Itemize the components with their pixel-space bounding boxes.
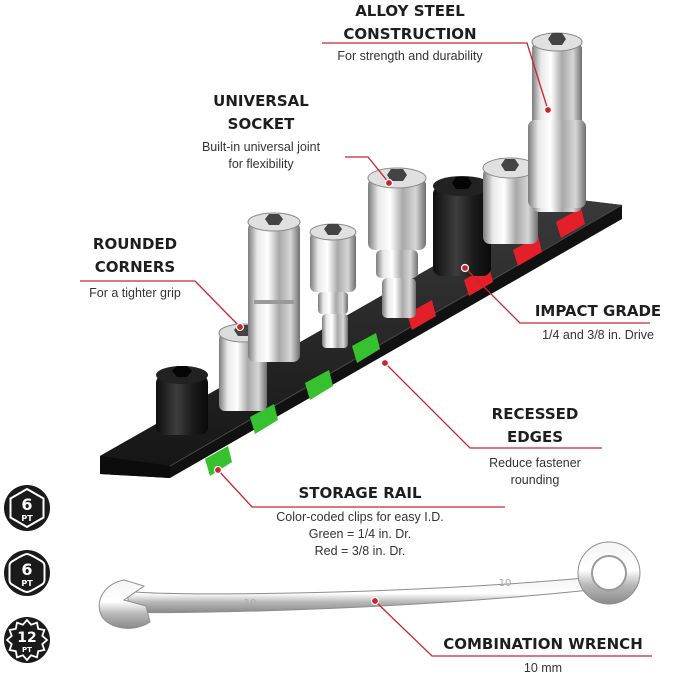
callout-title-line: EDGES <box>506 428 564 446</box>
callout-universal-socket: UNIVERSAL SOCKET Built-in universal join… <box>196 90 326 173</box>
green-clips <box>205 333 380 476</box>
callout-storage-rail: STORAGE RAIL Color-coded clips for easy … <box>250 482 470 560</box>
callout-impact-grade: IMPACT GRADE 1/4 and 3/8 in. Drive <box>528 300 668 344</box>
leader-universal <box>345 156 390 184</box>
callout-desc: 1/4 and 3/8 in. Drive <box>542 328 654 342</box>
combination-wrench <box>98 541 641 629</box>
leader-recessed <box>384 362 602 449</box>
leader-dots <box>213 105 553 606</box>
badge-12pt: 12 PT <box>3 616 51 664</box>
shallow-socket-large <box>482 157 538 244</box>
callout-title-line: RECESSED <box>491 405 579 423</box>
leader-rail <box>217 469 505 508</box>
callout-desc: For strength and durability <box>337 49 483 63</box>
callout-desc-line: Color-coded clips for easy I.D. <box>276 510 444 524</box>
callout-title: ALLOY STEEL CONSTRUCTION <box>320 0 500 46</box>
callout-desc: Built-in universal joint for flexibility <box>196 139 326 173</box>
callout-title-line: CONSTRUCTION <box>343 25 477 43</box>
universal-socket-small <box>309 223 357 348</box>
badge-number: 12 <box>17 630 36 646</box>
callout-title: COMBINATION WRENCH <box>443 635 643 653</box>
callout-title-line: ALLOY STEEL <box>355 2 465 20</box>
callout-desc-line: Reduce fastener <box>489 456 581 470</box>
callout-rounded-corners: ROUNDED CORNERS For a tighter grip <box>70 233 200 302</box>
callout-title: STORAGE RAIL <box>298 484 422 502</box>
callout-desc: Reduce fastener rounding <box>470 455 600 489</box>
callout-title-line: SOCKET <box>227 115 295 133</box>
leader-impact <box>464 267 650 324</box>
deep-socket-small <box>247 212 301 362</box>
badge-unit: PT <box>21 579 33 588</box>
badge-unit: PT <box>21 514 33 523</box>
badge-number: 6 <box>21 495 32 514</box>
callout-combination-wrench: COMBINATION WRENCH 10 mm <box>432 633 654 677</box>
badge-unit: PT <box>22 646 32 654</box>
universal-socket-large <box>367 167 427 318</box>
hexagon-badge-icon: 6 PT <box>4 485 50 531</box>
leader-lines <box>80 42 652 657</box>
callout-desc-line: rounding <box>510 473 560 487</box>
impact-socket-small <box>156 366 208 435</box>
callout-recessed-edges: RECESSED EDGES Reduce fastener rounding <box>470 403 600 489</box>
leader-rounded <box>80 280 241 328</box>
callout-desc-line: Red = 3/8 in. Dr. <box>314 544 406 558</box>
leader-alloy <box>322 42 549 111</box>
rounded-hexagon-badge-icon: 6 PT <box>4 550 50 596</box>
callout-title-line: CORNERS <box>94 258 176 276</box>
callout-desc: 10 mm <box>523 661 563 675</box>
badge-number: 6 <box>21 560 32 579</box>
callout-desc-line: Green = 1/4 in. Dr. <box>308 527 412 541</box>
callout-title: RECESSED EDGES <box>470 403 600 449</box>
wrench-marking-left: 10 <box>244 598 257 609</box>
callout-title-line: UNIVERSAL <box>213 92 309 110</box>
badge-6pt-hex: 6 PT <box>3 484 51 532</box>
callout-alloy-steel: ALLOY STEEL CONSTRUCTION For strength an… <box>320 0 500 65</box>
leader-wrench <box>374 600 652 657</box>
callout-desc: For a tighter grip <box>89 286 181 300</box>
callout-title: IMPACT GRADE <box>534 302 662 320</box>
deep-socket-large <box>528 32 586 212</box>
callout-title-line: ROUNDED <box>92 235 178 253</box>
wrench-marking-right: 10 <box>499 578 512 589</box>
impact-socket-large <box>433 176 491 276</box>
callout-desc: Color-coded clips for easy I.D. Green = … <box>250 509 470 560</box>
twelve-point-badge-icon: 12 PT <box>4 617 50 663</box>
badge-6pt-rounded: 6 PT <box>3 549 51 597</box>
callout-title: ROUNDED CORNERS <box>70 233 200 279</box>
callout-title: UNIVERSAL SOCKET <box>196 90 326 136</box>
callout-desc-line: for flexibility <box>228 157 294 171</box>
callout-desc-line: Built-in universal joint <box>201 140 321 154</box>
